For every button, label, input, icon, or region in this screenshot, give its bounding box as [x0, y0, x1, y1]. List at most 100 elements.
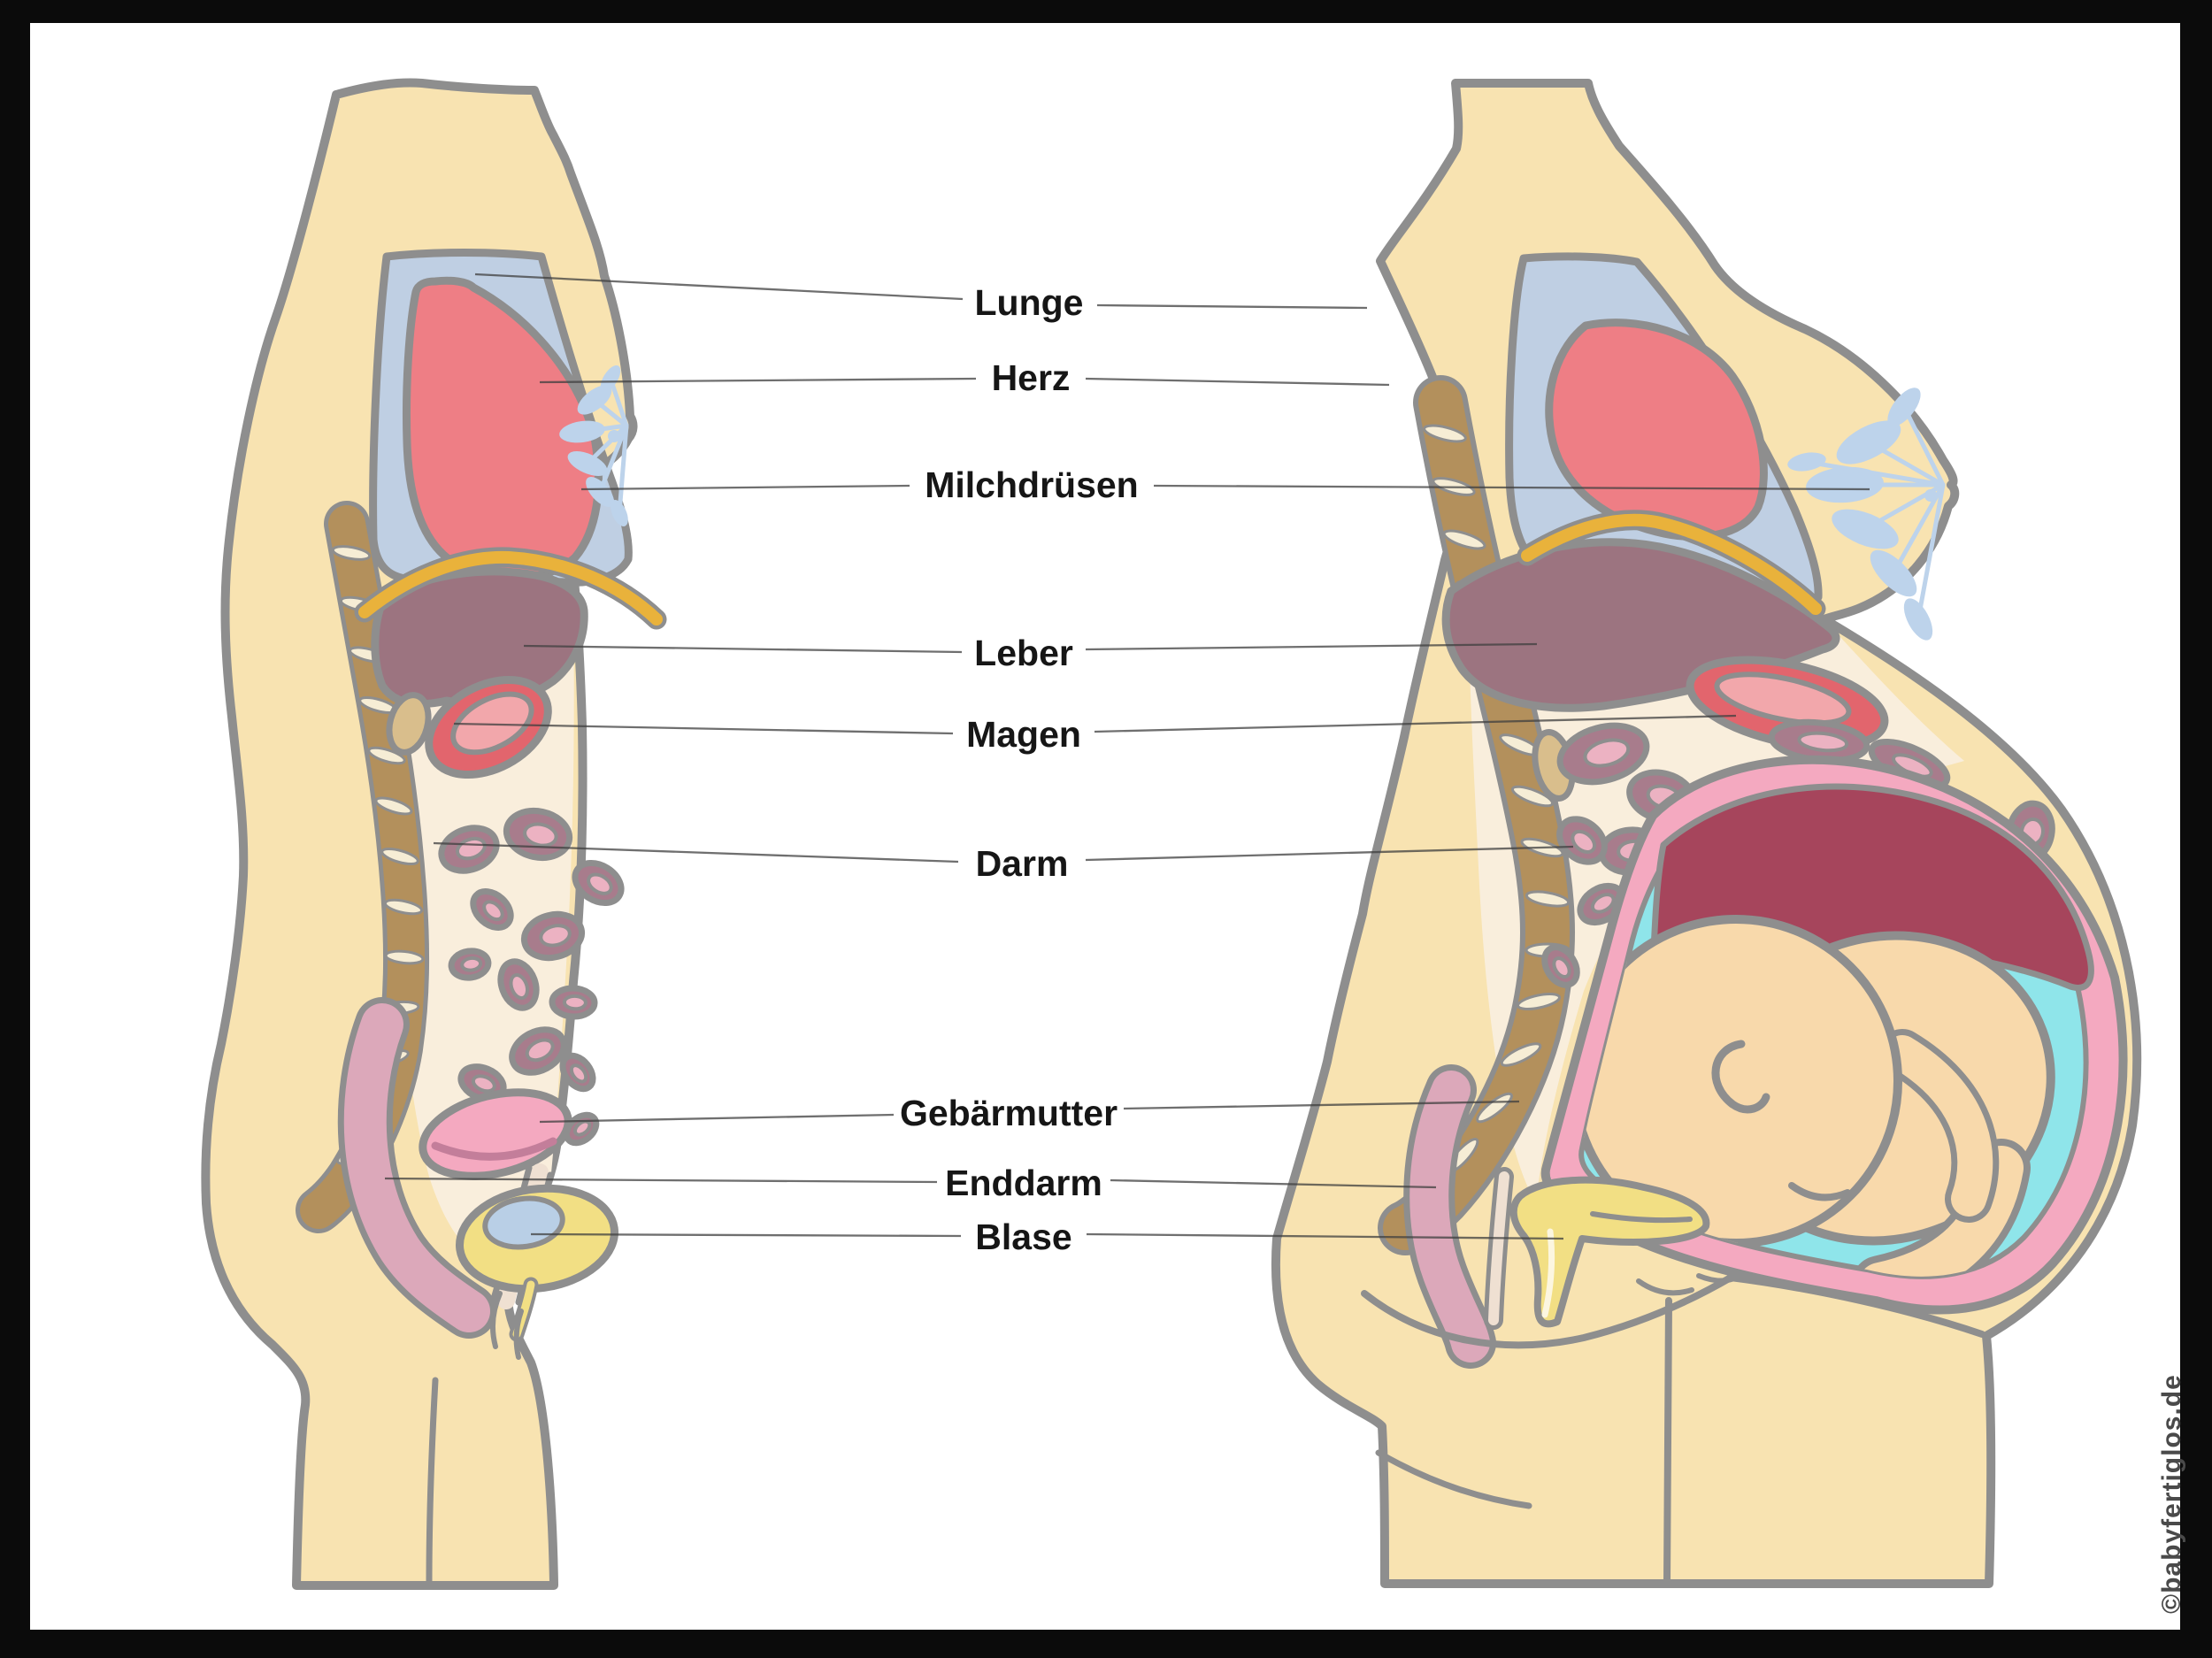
- pregnant-heart: [1545, 319, 1768, 541]
- pregnant-bladder: [1509, 1176, 1710, 1328]
- fetus-mouth: [1788, 1182, 1851, 1201]
- figure-pregnant: [1271, 79, 2142, 1588]
- intestine-loop-shape: [471, 1074, 496, 1094]
- nonpregnant-heart: [403, 276, 603, 583]
- leader-line-left-magen: [453, 722, 954, 735]
- mammary-gland-lobe: [600, 365, 621, 393]
- milk-duct: [1901, 404, 1946, 487]
- leader-line-right-blase: [1086, 1232, 1564, 1240]
- leader-line-right-darm: [1085, 845, 1574, 862]
- vertebral-disk: [384, 949, 425, 965]
- intestine-loop-shape: [1583, 738, 1631, 768]
- nonpregnant-mammary-glands: [559, 365, 629, 526]
- nonpregnant-vulva-folds: [426, 1291, 524, 1587]
- nonpregnant-stomach: [425, 675, 552, 779]
- intestine-loop-shape: [1552, 956, 1571, 979]
- intestine-loop-shape: [572, 1119, 592, 1137]
- intestine-loop-shape: [460, 956, 483, 972]
- nonpregnant-bladder: [456, 1184, 618, 1342]
- leader-line-right-lunge: [1096, 303, 1368, 310]
- intestine-loop: [448, 948, 492, 981]
- vertebral-disk: [383, 898, 424, 916]
- vertebral-disk: [1525, 890, 1571, 908]
- intestine-loop: [1556, 816, 1608, 865]
- milk-duct: [1804, 459, 1946, 487]
- intestine-loop-shape: [523, 822, 558, 848]
- leader-line-right-leber: [1085, 642, 1538, 651]
- pregnant-vagina: [1484, 1167, 1514, 1330]
- intestine-loop-shape: [587, 872, 613, 895]
- leader-line-right-magen: [1094, 714, 1737, 733]
- leader-line-left-gebärmutter: [539, 1113, 895, 1124]
- vertebral-disk: [1500, 1042, 1542, 1067]
- intestine-loop-shape: [1797, 731, 1849, 753]
- mammary-gland-bud: [1924, 489, 1937, 502]
- intestine-loop-shape: [1571, 829, 1597, 854]
- leader-line-right-gebärmutter: [1123, 1100, 1520, 1110]
- mammary-gland-lobe: [611, 500, 628, 526]
- intestine-loop: [1541, 944, 1580, 988]
- organ-label-milchdrüsen: Milchdrüsen: [925, 464, 1138, 505]
- pregnant-rectum: [1403, 1064, 1496, 1369]
- intestine-loop-shape: [562, 994, 588, 1011]
- vertebral-disk: [380, 847, 419, 866]
- mammary-gland-lobe: [1870, 549, 1917, 597]
- leader-line-left-herz: [539, 377, 977, 384]
- vertebral-disk: [367, 746, 406, 765]
- pregnant-uterus: [1540, 755, 2128, 1315]
- organ-label-darm: Darm: [976, 843, 1069, 884]
- intestine-loop-shape: [1590, 893, 1616, 914]
- mammary-gland-bud: [608, 430, 620, 442]
- mammary-gland-lobe: [1836, 420, 1901, 464]
- vertebral-disk: [331, 545, 372, 561]
- leader-line-left-darm: [433, 841, 959, 864]
- intestine-loop: [497, 958, 540, 1011]
- organ-label-blase: Blase: [975, 1217, 1071, 1257]
- organ-label-gebärmutter: Gebärmutter: [900, 1093, 1118, 1133]
- leader-line-left-milchdrüsen: [580, 484, 910, 491]
- nonpregnant-pancreas: [386, 692, 432, 756]
- intestine-loop: [509, 1026, 567, 1076]
- intestine-loop: [1768, 718, 1870, 764]
- nonpregnant-rectum: [337, 997, 496, 1339]
- nonpregnant-liver: [371, 567, 588, 709]
- mammary-gland-lobe: [559, 420, 605, 443]
- pregnant-diaphragm: [1517, 510, 1826, 619]
- milk-duct: [597, 423, 629, 495]
- mammary-gland-lobe: [1806, 466, 1884, 503]
- vertebral-disk: [1516, 993, 1562, 1010]
- intestine-loop-shape: [482, 900, 504, 922]
- organ-label-lunge: Lunge: [975, 282, 1084, 323]
- milk-duct: [1916, 482, 1946, 622]
- leader-line-left-enddarm: [384, 1177, 938, 1184]
- organ-label-enddarm: Enddarm: [945, 1163, 1102, 1203]
- labels-layer: LungeHerzMilchdrüsenLeberMagenDarmGebärm…: [384, 272, 1870, 1257]
- mammary-gland-lobe: [1832, 509, 1899, 549]
- intestine-loop-shape: [539, 924, 572, 948]
- vertebral-disk: [1442, 529, 1486, 550]
- leader-line-right-enddarm: [1110, 1178, 1437, 1189]
- intestine-loop: [549, 985, 598, 1020]
- milk-duct: [617, 423, 629, 516]
- mammary-gland-lobe: [567, 450, 608, 477]
- mammary-gland-lobe: [1903, 598, 1933, 641]
- figure-nonpregnant: [201, 78, 667, 1590]
- mammary-gland-lobe: [1887, 388, 1921, 426]
- organ-label-leber: Leber: [974, 633, 1073, 673]
- organ-label-herz: Herz: [992, 357, 1071, 398]
- mammary-gland-lobe: [577, 385, 612, 415]
- intestine-loop: [559, 1052, 596, 1093]
- mammary-gland-lobe: [586, 477, 614, 507]
- intestine-loop-shape: [509, 973, 530, 1001]
- organ-label-magen: Magen: [966, 714, 1081, 755]
- leader-line-right-milchdrüsen: [1153, 484, 1870, 491]
- pregnant-creases: [1361, 1273, 1985, 1587]
- nonpregnant-diaphragm: [354, 547, 667, 630]
- vertebral-disk: [374, 796, 413, 816]
- mammary-gland-lobe: [1787, 452, 1826, 472]
- intestine-loop: [572, 859, 625, 907]
- vertebral-disk: [1423, 424, 1467, 443]
- intestine-loop: [470, 888, 514, 931]
